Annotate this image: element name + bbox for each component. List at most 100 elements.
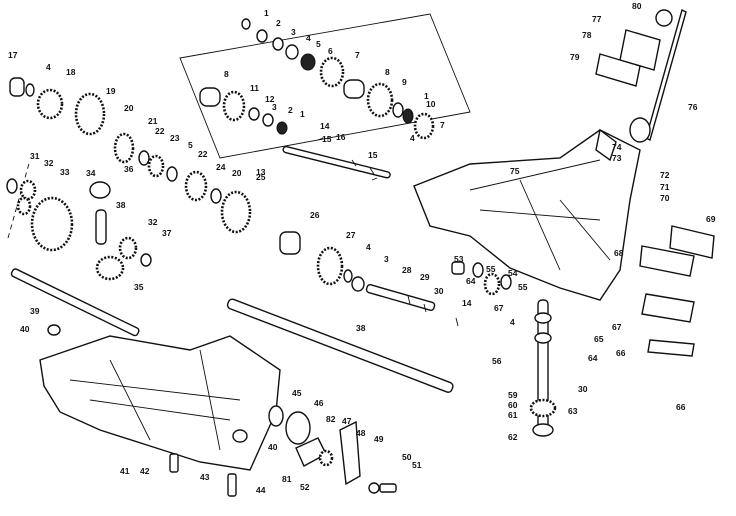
boot-74: [629, 117, 651, 143]
spacer-26: [279, 231, 301, 255]
callout-8b: 8: [385, 67, 390, 77]
brake-group: [268, 405, 397, 494]
axle-38: [226, 298, 454, 393]
callout-29: 29: [420, 272, 430, 282]
callout-4e: 4: [510, 317, 515, 327]
bearing-6: [300, 53, 316, 71]
gear-33: [16, 196, 32, 216]
seal-40b: [232, 429, 248, 443]
gear-19: [74, 92, 106, 136]
callout-62: 62: [508, 432, 518, 442]
callout-39: 39: [30, 306, 40, 316]
seal-40: [47, 324, 61, 336]
callout-1: 1: [264, 8, 269, 18]
callout-42: 42: [140, 466, 150, 476]
callout-53: 53: [454, 254, 464, 264]
washer-37: [140, 253, 152, 267]
callout-77: 77: [592, 14, 602, 24]
nut-51: [379, 483, 397, 493]
callout-2b: 2: [288, 105, 293, 115]
callout-19: 19: [106, 86, 116, 96]
washer-64: [472, 262, 484, 278]
washer-5b: [166, 166, 178, 182]
callout-38: 38: [116, 200, 126, 210]
callout-30b: 30: [578, 384, 588, 394]
callout-74: 74: [612, 142, 622, 152]
callout-66b: 66: [676, 402, 686, 412]
housing-ribs: [469, 159, 611, 271]
shaft-28: [365, 284, 436, 311]
washer-3: [272, 37, 284, 51]
callout-16: 16: [336, 132, 346, 142]
gear-9: [366, 82, 394, 118]
callout-68: 68: [614, 248, 624, 258]
callout-7b: 7: [440, 120, 445, 130]
callout-60: 60: [508, 400, 518, 410]
plate-67: [641, 293, 695, 323]
gear-23: [147, 154, 165, 178]
ring-gear-34: [30, 196, 74, 252]
callout-13: 13: [256, 167, 266, 177]
gear-25: [220, 190, 252, 234]
callout-81: 81: [282, 474, 292, 484]
upper-housing: [413, 128, 641, 301]
callout-25: 25: [256, 172, 266, 182]
pin-38: [95, 209, 107, 245]
callout-43: 43: [200, 472, 210, 482]
callout-82: 82: [326, 414, 336, 424]
differential-group: [6, 159, 152, 281]
upper-gear-stack: [241, 18, 435, 140]
callout-72: 72: [660, 170, 670, 180]
washer-4e: [534, 312, 552, 324]
callout-50: 50: [402, 452, 412, 462]
pins-29-30-14: [407, 295, 459, 327]
callout-3c: 3: [384, 254, 389, 264]
washer-50: [368, 482, 380, 494]
brake-disc-46: [285, 411, 311, 445]
washer-20b: [210, 188, 222, 204]
lever-49: [339, 420, 361, 486]
callout-labels: 1 2 3 4 5 6 7 8 8 9 10 1 7 11 12 3 2 1 1…: [8, 1, 716, 495]
dashed-leader: [7, 159, 31, 239]
washer-45: [268, 405, 284, 427]
callout-3b: 3: [272, 102, 277, 112]
callout-78: 78: [582, 30, 592, 40]
callout-64: 64: [466, 276, 476, 286]
callout-55b: 55: [518, 282, 528, 292]
callout-49: 49: [374, 434, 384, 444]
callout-41: 41: [120, 466, 130, 476]
callout-32b: 32: [148, 217, 158, 227]
gear-7b: [413, 112, 435, 140]
gear-18: [36, 88, 64, 120]
callout-67: 67: [494, 303, 504, 313]
callout-27: 27: [346, 230, 356, 240]
axle-39: [10, 268, 140, 337]
gear-24: [184, 170, 208, 202]
callout-28: 28: [402, 265, 412, 275]
case-41: [39, 335, 281, 471]
bushing-8: [343, 79, 365, 99]
bearing-2b: [276, 121, 288, 135]
group-outline: [179, 13, 471, 159]
callout-21: 21: [148, 116, 158, 126]
gear-7: [319, 56, 345, 88]
callout-59: 59: [508, 390, 518, 400]
callout-15b: 15: [368, 150, 378, 160]
callout-31: 31: [30, 151, 40, 161]
upper-shaft-group: [179, 13, 471, 181]
washer-65: [534, 332, 552, 344]
callout-40b: 40: [268, 442, 278, 452]
gear-21: [113, 132, 135, 164]
callout-69: 69: [706, 214, 716, 224]
callout-1c: 1: [300, 109, 305, 119]
output-shaft-group: [451, 261, 557, 437]
axle-parts: [10, 231, 459, 393]
washer-2: [256, 29, 268, 43]
washer-22: [138, 150, 150, 166]
callout-34: 34: [86, 168, 96, 178]
middle-gear-stack: [199, 87, 391, 181]
callout-4c: 4: [46, 62, 51, 72]
callout-4d: 4: [366, 242, 371, 252]
callout-20b: 20: [232, 168, 242, 178]
